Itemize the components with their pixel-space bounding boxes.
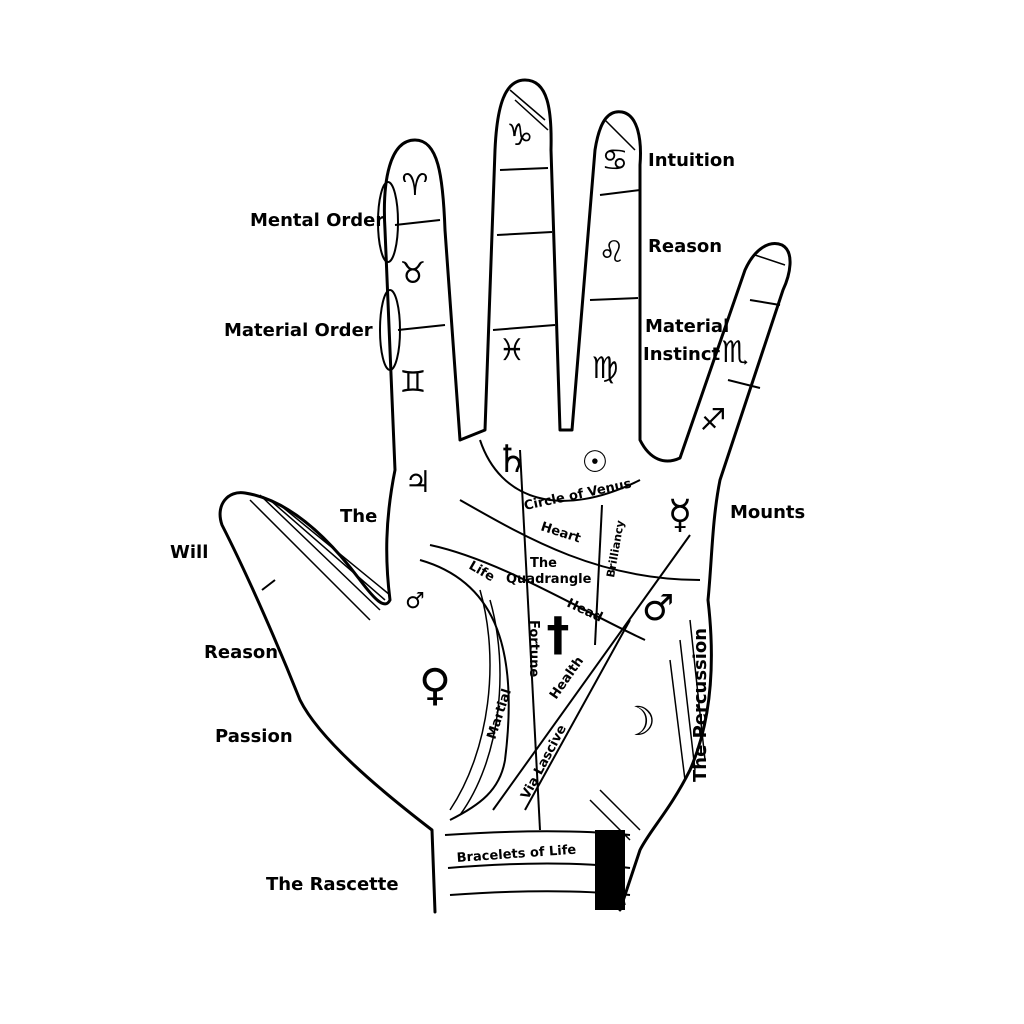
label-mental-order: Mental Order [250,210,384,231]
label-circle-of-venus: Circle of Venus [523,476,633,513]
label-percussion: The Percussion [690,628,711,782]
mars-icon: ♂ [642,588,674,629]
palm-lines [419,439,701,896]
brilliancy-line [594,504,603,646]
capricorn-icon: ♑ [507,118,534,153]
label-head: Head [564,596,605,626]
label-fortune: Fortune [526,620,541,677]
aries-icon: ♈ [402,168,429,203]
sagittarius-icon: ♐ [700,403,727,438]
moon-icon: ☽ [620,699,656,745]
label-reason-finger: Reason [648,236,722,257]
pisces-icon: ♓ [499,333,526,368]
shading [249,89,786,906]
label-material-instinct-2: Instinct [643,344,720,365]
label-quadrangle-2: Quadrangle [506,572,592,587]
gemini-icon: ♊ [400,365,427,400]
mercury-icon: ☿ [668,492,693,538]
saturn-icon: ♄ [495,437,529,481]
label-quadrangle-1: The [530,556,557,571]
label-heart: Heart [539,520,583,547]
circle-of-venus-line [479,439,641,502]
hand-outline [218,78,792,914]
health-line [492,534,691,811]
wrist-shadow [595,830,625,910]
label-life: Life [466,558,497,585]
jupiter-icon: ♃ [405,465,432,500]
sun-icon: ☉ [582,445,609,480]
dagger-icon: † [547,607,570,661]
finger-creases [261,167,781,591]
label-rascette: The Rascette [266,874,399,895]
mental-order-oval [377,181,399,263]
label-will: Will [170,542,208,563]
label-health: Health [547,654,587,702]
label-reason-thumb: Reason [204,642,278,663]
label-the: The [340,506,377,527]
virgo-icon: ♍ [592,351,619,386]
scorpio-icon: ♏ [722,335,749,370]
mars-lower-icon: ♂ [405,589,425,614]
taurus-icon: ♉ [400,256,427,291]
label-material-instinct-1: Material [645,316,729,337]
label-mounts: Mounts [730,502,805,523]
label-bracelets: Bracelets of Life [456,843,577,866]
fortune-line [519,449,541,831]
life-line [419,559,510,821]
label-brilliancy: Brilliancy [604,519,627,578]
via-lascive-line [524,619,631,811]
label-material-order: Material Order [224,320,373,341]
leo-icon: ♌ [599,235,626,270]
label-intuition: Intuition [648,150,735,171]
material-order-oval [379,289,401,371]
heart-line [459,499,701,581]
cancer-icon: ♋ [602,143,629,178]
head-line [429,544,646,641]
label-passion: Passion [215,726,293,747]
venus-icon: ♀ [419,660,451,711]
